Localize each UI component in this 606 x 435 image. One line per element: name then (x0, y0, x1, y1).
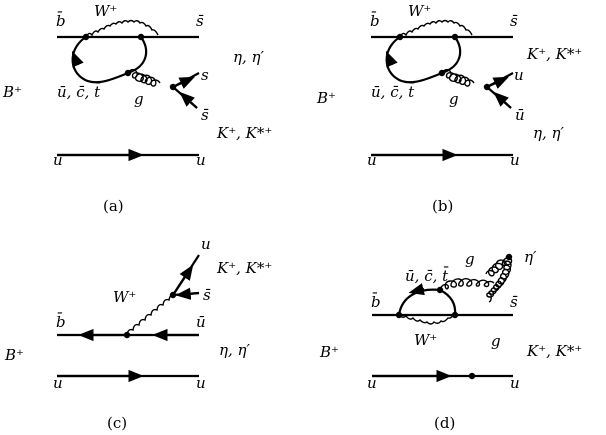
label-W: W⁺ (414, 331, 437, 349)
label-b-bar: b̄ (371, 293, 381, 311)
label-u-left: u (367, 374, 377, 392)
label-u-right: u (510, 151, 520, 169)
gluon-b (441, 68, 475, 87)
label-eta: η, η′ (533, 124, 565, 142)
label-B: B⁺ (319, 343, 339, 361)
label-s-bar-2: s̄ (201, 106, 209, 124)
label-K: K⁺, K*⁺ (216, 259, 272, 277)
w-boson-propagator-b (399, 19, 473, 38)
label-B: B⁺ (2, 83, 22, 101)
label-u-right: u (196, 151, 206, 169)
label-s-bar: s̄ (510, 293, 518, 311)
label-u-left: u (367, 151, 377, 169)
panel-c: u K⁺, K*⁺ W⁺ s̄ b̄ ū B⁺ η, η′ u u (c) (4, 235, 272, 432)
label-W: W⁺ (408, 2, 431, 20)
label-gluon: g (449, 90, 459, 108)
label-u: u (514, 66, 524, 84)
label-u-bar: ū (196, 313, 206, 331)
panel-a: b̄ s̄ W⁺ η, η′ B⁺ ū, c̄, t̄ s g s̄ K⁺, K… (2, 2, 272, 215)
label-s-bar: s̄ (203, 286, 211, 304)
panel-d: ū, c̄, t̄ g η′ b̄ s̄ W⁺ g B⁺ K⁺, K*⁺ u u… (319, 248, 582, 432)
panel-b: b̄ s̄ W⁺ K⁺, K*⁺ B⁺ ū, c̄, t̄ u g ū η, η… (316, 2, 582, 215)
label-u-left: u (53, 374, 63, 392)
gluon-d-lower (486, 256, 513, 303)
gluon-d-cross (485, 256, 510, 277)
label-u-right: u (510, 374, 520, 392)
w-boson-propagator-d (398, 313, 455, 325)
label-eta: η, η′ (233, 48, 265, 66)
caption-d: (d) (434, 414, 455, 432)
label-gluon-2: g (491, 332, 501, 350)
label-K: K⁺, K*⁺ (526, 45, 582, 63)
label-K: K⁺, K*⁺ (216, 124, 272, 142)
caption-b: (b) (432, 197, 453, 215)
label-B: B⁺ (316, 89, 336, 107)
label-K: K⁺, K*⁺ (526, 342, 582, 360)
loop-quark-upper (397, 288, 441, 316)
label-gluon: g (134, 90, 144, 108)
label-b-bar: b̄ (56, 12, 66, 30)
label-u-right: u (196, 374, 206, 392)
label-s: s (201, 66, 209, 84)
label-u-left: u (53, 151, 63, 169)
label-s-bar: s̄ (196, 12, 204, 30)
label-W: W⁺ (94, 2, 117, 20)
label-u: u (201, 235, 211, 253)
label-B: B⁺ (4, 346, 24, 364)
label-eta: η, η′ (219, 341, 251, 359)
caption-c: (c) (107, 414, 127, 432)
label-eta-prime: η′ (524, 248, 537, 266)
label-s-bar: s̄ (510, 12, 518, 30)
label-gluon-1: g (465, 250, 475, 268)
label-b-bar: b̄ (56, 313, 66, 331)
label-u-bar: ū (515, 106, 525, 124)
w-boson-propagator-c (126, 294, 175, 336)
caption-a: (a) (103, 197, 124, 215)
label-loop-quarks: ū, c̄, t̄ (371, 83, 415, 101)
label-loop-quarks: ū, c̄, t̄ (405, 267, 449, 285)
vertex (82, 33, 90, 41)
gluon-a (127, 68, 161, 87)
label-b-bar: b̄ (370, 12, 380, 30)
gluon-d-upper (439, 277, 495, 291)
loop-quark-line-a (71, 36, 129, 84)
w-boson-propagator-a (85, 19, 159, 38)
label-W: W⁺ (113, 288, 136, 306)
label-loop-quarks: ū, c̄, t̄ (57, 83, 101, 101)
